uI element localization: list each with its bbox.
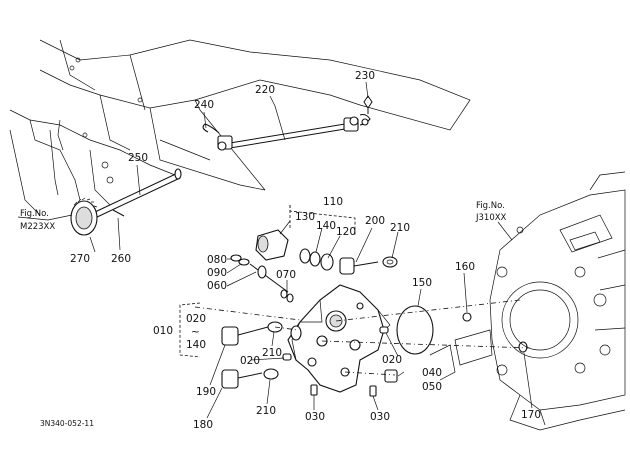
label-230: 230	[355, 70, 375, 82]
small-parts-group	[221, 229, 528, 397]
label-210-lower: 210	[256, 405, 276, 417]
label-240: 240	[194, 99, 214, 111]
label-210-middle: 210	[262, 347, 282, 359]
label-120: 120	[336, 226, 356, 238]
label-200: 200	[365, 215, 385, 227]
leader-lines	[17, 81, 533, 419]
part-labels: 220 230 240 250 270 260 110 130 140 120 …	[70, 70, 541, 431]
label-020-left: 020	[240, 355, 260, 367]
label-210-upper: 210	[390, 222, 410, 234]
label-080: 080	[207, 254, 227, 266]
figure-references: Fig.No. M223XX Fig.No. J310XX	[20, 201, 507, 232]
label-050: 050	[422, 381, 442, 393]
label-250: 250	[128, 152, 148, 164]
control-rod-220	[202, 95, 373, 151]
center-lines	[194, 299, 531, 376]
transmission-housing	[429, 171, 626, 431]
label-160: 160	[455, 261, 475, 273]
label-130: 130	[295, 211, 315, 223]
knob-shaft-assembly	[70, 168, 182, 236]
fig-ref-left-line1: Fig.No.	[20, 209, 49, 219]
fig-ref-left-line2: M223XX	[20, 222, 55, 232]
label-170: 170	[521, 409, 541, 421]
label-090: 090	[207, 267, 227, 279]
label-140: 140	[316, 220, 336, 232]
label-190: 190	[196, 386, 216, 398]
label-270: 270	[70, 253, 90, 265]
label-180: 180	[193, 419, 213, 431]
fig-ref-right-line1: Fig.No.	[476, 201, 505, 211]
label-tilde: ~	[191, 326, 200, 338]
label-140-group: 140	[186, 339, 206, 351]
drawing-code: 3N340-052-11	[40, 419, 94, 428]
label-060: 060	[207, 280, 227, 292]
frame-panel	[9, 39, 471, 216]
label-110: 110	[323, 196, 343, 208]
label-150: 150	[412, 277, 432, 289]
label-070: 070	[276, 269, 296, 281]
label-020-right: 020	[382, 354, 402, 366]
label-030-right: 030	[370, 411, 390, 423]
label-260: 260	[111, 253, 131, 265]
label-030-left: 030	[305, 411, 325, 423]
fig-ref-right-line2: J310XX	[475, 213, 507, 223]
label-040: 040	[422, 367, 442, 379]
label-220: 220	[255, 84, 275, 96]
label-010: 010	[153, 325, 173, 337]
label-020-group: 020	[186, 313, 206, 325]
main-valve-body	[287, 284, 391, 393]
group-brackets	[179, 205, 356, 358]
